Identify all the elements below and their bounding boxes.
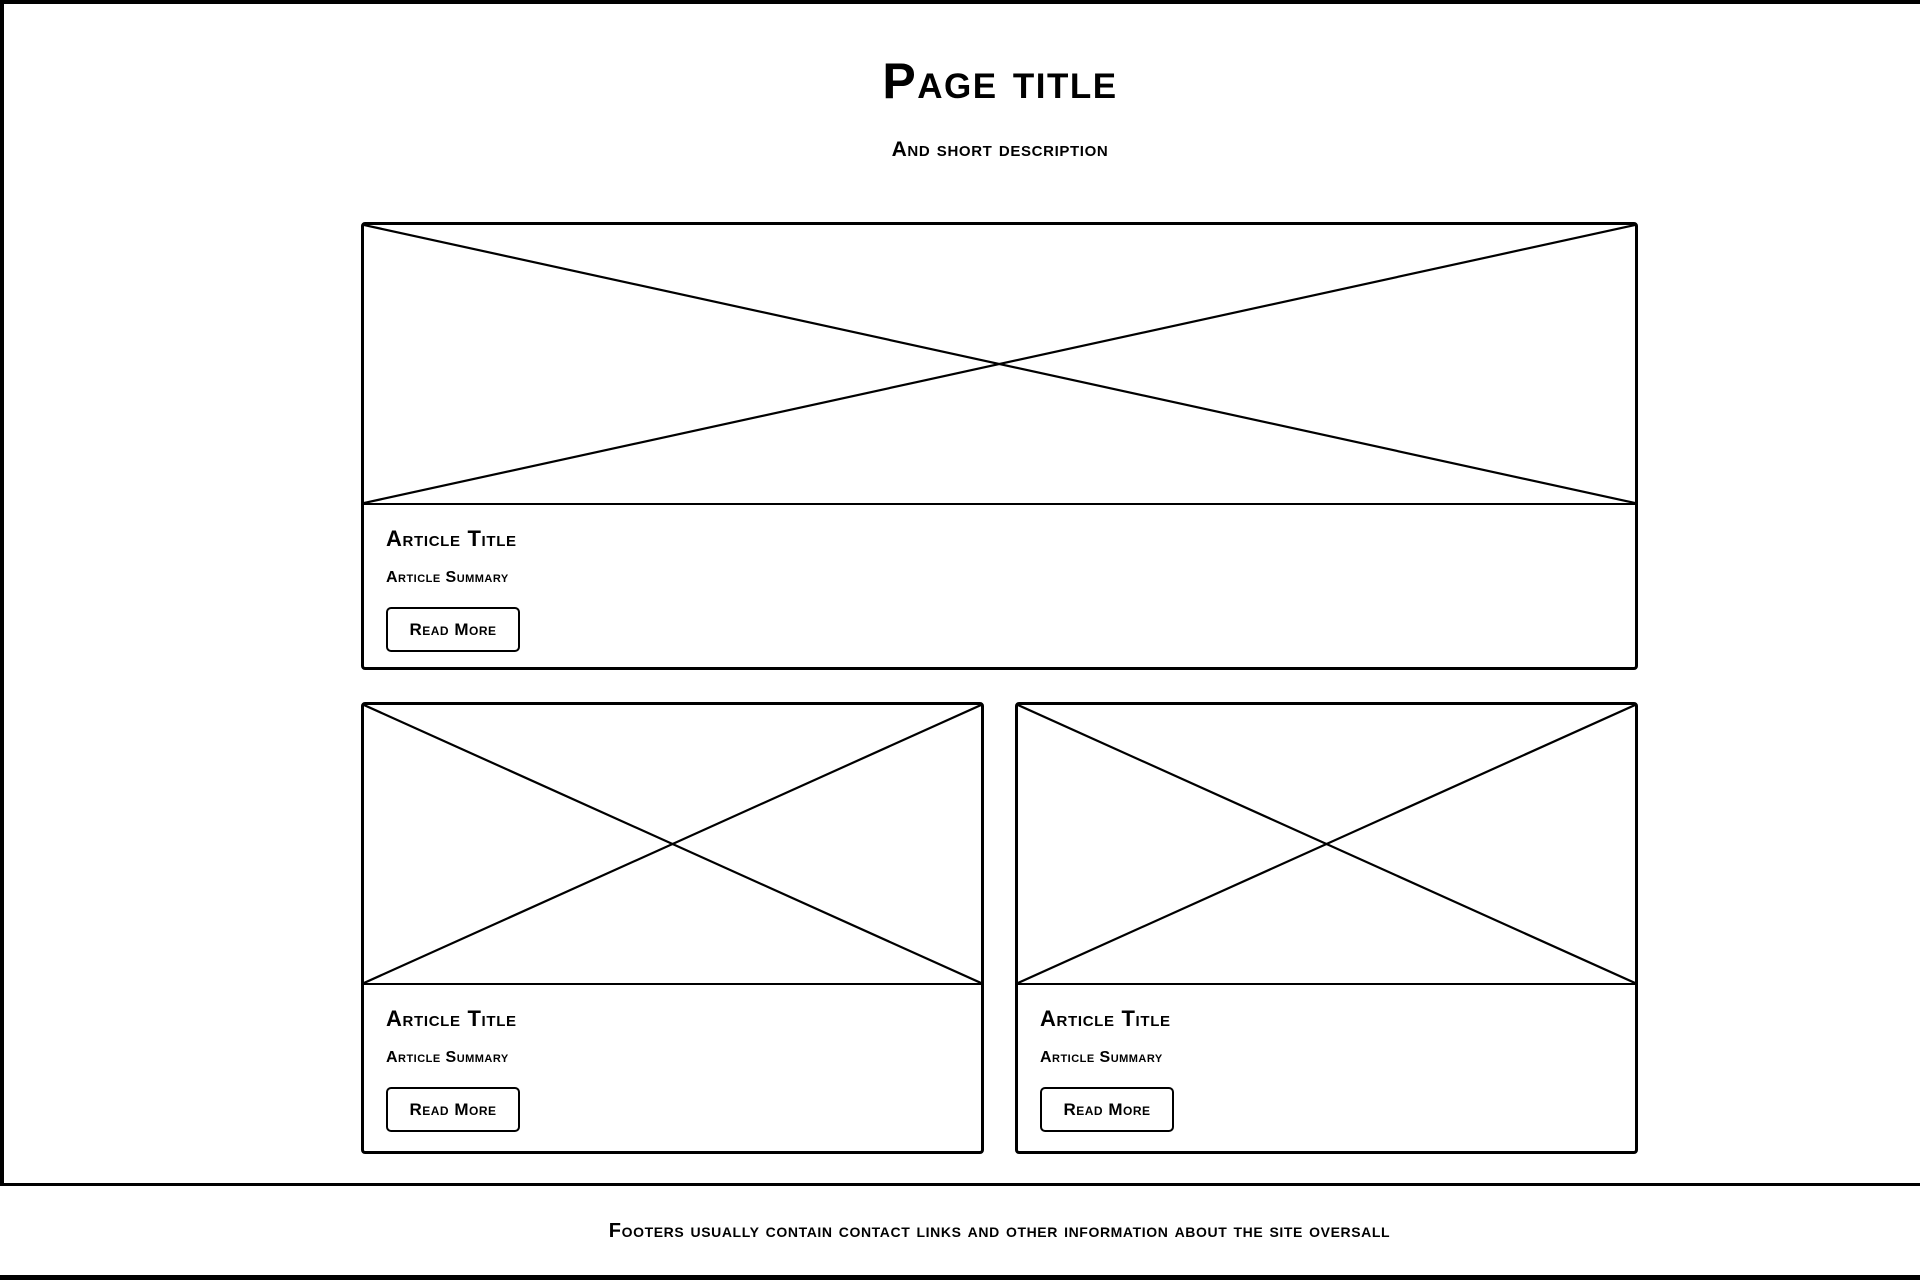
article-card: Article Title Article Summary Read More [361, 702, 984, 1154]
article-title: Article Title [386, 1006, 517, 1031]
image-placeholder-x-icon [364, 705, 981, 983]
article-card: Article Title Article Summary Read More [1015, 702, 1638, 1154]
featured-article-body: Article Title Article Summary Read More [364, 505, 1635, 652]
image-placeholder-x-icon [1018, 705, 1635, 983]
page-subtitle: And short description [891, 138, 1109, 161]
featured-article-card: Article Title Article Summary Read More [361, 222, 1638, 670]
article-body: Article Title Article Summary Read More [364, 985, 981, 1132]
article-summary: Article Summary [386, 569, 509, 586]
read-more-button[interactable]: Read More [386, 607, 520, 652]
article-summary: Article Summary [1040, 1049, 1163, 1066]
article-body: Article Title Article Summary Read More [1018, 985, 1635, 1132]
article-image-placeholder [1018, 705, 1635, 985]
article-title: Article Title [386, 526, 517, 551]
read-more-button[interactable]: Read More [1040, 1087, 1174, 1132]
page-footer: Footers usually contain contact links an… [0, 1183, 1920, 1280]
featured-article-image-placeholder [364, 225, 1635, 505]
footer-text: Footers usually contain contact links an… [608, 1219, 1391, 1242]
read-more-button[interactable]: Read More [386, 1087, 520, 1132]
article-title: Article Title [1040, 1006, 1171, 1031]
article-image-placeholder [364, 705, 981, 985]
page-title: Page title [882, 53, 1118, 109]
article-summary: Article Summary [386, 1049, 509, 1066]
image-placeholder-x-icon [364, 225, 1635, 503]
